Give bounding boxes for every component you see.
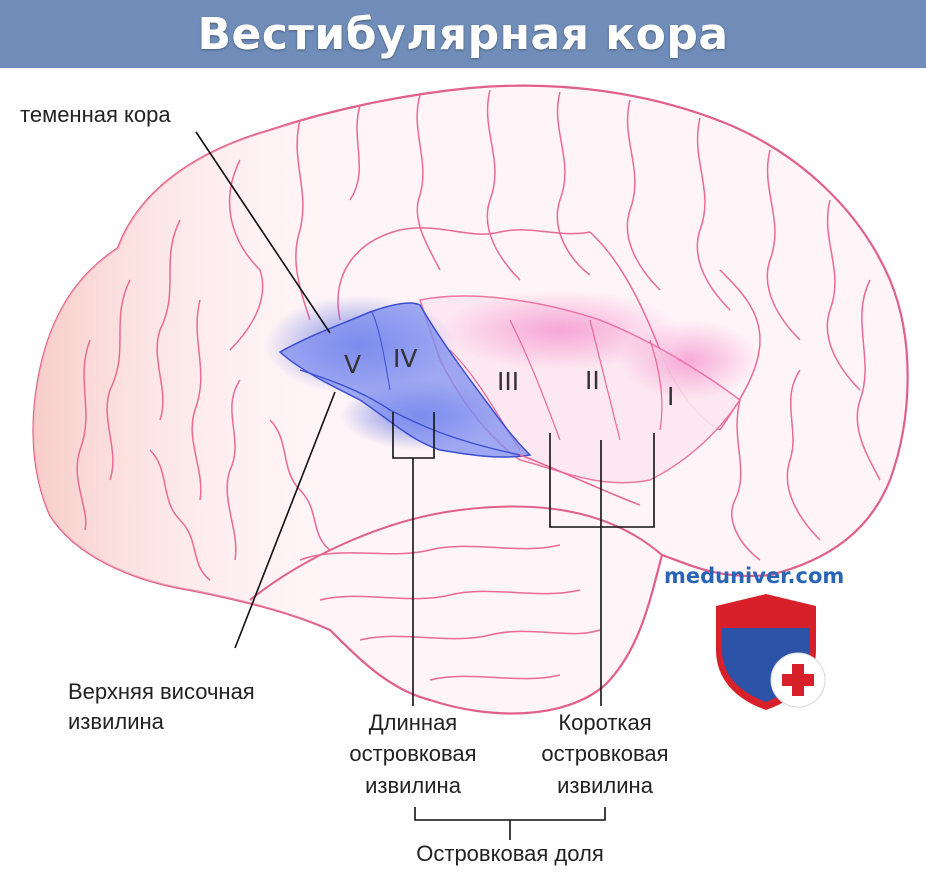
long-insular-label-line3: извилина [365, 773, 461, 798]
gyrus-iv-label: IV [393, 344, 418, 373]
gyrus-ii-label: II [585, 366, 600, 395]
short-insular-label-line2: островковая [541, 741, 669, 766]
watermark-text: meduniver.com [664, 564, 845, 588]
short-insular-label-line1: Короткая [558, 710, 652, 735]
gyri [76, 89, 881, 681]
short-insular-label-line3: извилина [557, 773, 653, 798]
page-title: Вестибулярная кора [197, 8, 729, 60]
insular-lobe-label: Островковая доля [416, 841, 604, 866]
long-insular-label-line1: Длинная [368, 710, 458, 735]
shield-logo-icon [716, 594, 826, 710]
long-insular-label-line2: островковая [349, 741, 477, 766]
superior-temporal-label-line2: извилина [68, 709, 164, 734]
gyrus-i-label: I [667, 382, 675, 411]
superior-temporal-label-line1: Верхняя височная [68, 679, 255, 704]
parietal-cortex-label: теменная кора [20, 102, 171, 127]
gyrus-iii-label: III [497, 367, 520, 396]
temporal-lobe-edge [249, 505, 663, 601]
title-banner: Вестибулярная кора [0, 0, 926, 68]
vestibular-cortex-highlight [278, 302, 532, 458]
gyrus-v-label: V [344, 350, 362, 379]
pointer-lines [195, 131, 655, 840]
